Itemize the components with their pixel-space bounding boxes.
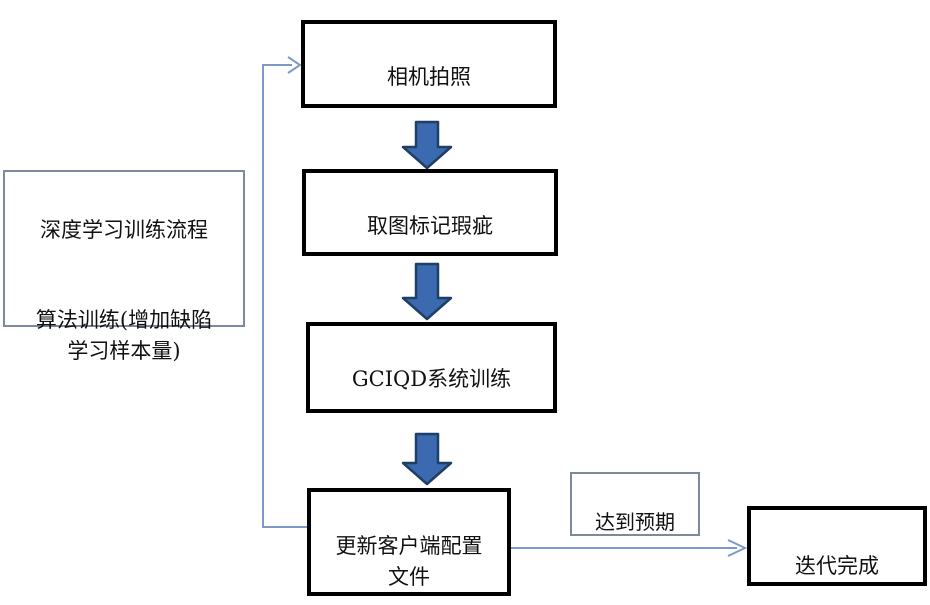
node-iteration-complete-label: 迭代完成 [795,554,879,579]
node-mark-defects: 取图标记瑕疵 [302,169,558,256]
node-camera-capture: 相机拍照 [301,20,557,108]
node-update-client-config: 更新客户端配置 文件 [307,488,511,596]
note-training-process: 深度学习训练流程 算法训练(增加缺陷 学习样本量) [3,170,245,363]
feedback-arrowhead-icon [287,56,302,74]
down-block-arrow-3-icon [401,432,453,486]
result-arrowhead-icon [727,539,748,557]
down-block-arrow-1-icon [401,120,453,170]
label-expected-result: 达到预期 [570,472,700,536]
node-system-training: GCIQD系统训练 [306,322,557,413]
node-camera-capture-label: 相机拍照 [387,65,471,90]
down-block-arrow-2-icon [401,262,453,321]
feedback-connector-line [262,64,307,528]
node-system-training-label: GCIQD系统训练 [351,367,512,392]
note-training-process-body: 算法训练(增加缺陷 学习样本量) [35,308,213,363]
label-expected-result-text: 达到预期 [595,510,675,534]
node-iteration-complete: 迭代完成 [747,506,927,586]
node-mark-defects-label: 取图标记瑕疵 [367,214,493,239]
node-update-client-config-label: 更新客户端配置 文件 [335,534,483,589]
note-training-process-title: 深度学习训练流程 [40,218,208,242]
